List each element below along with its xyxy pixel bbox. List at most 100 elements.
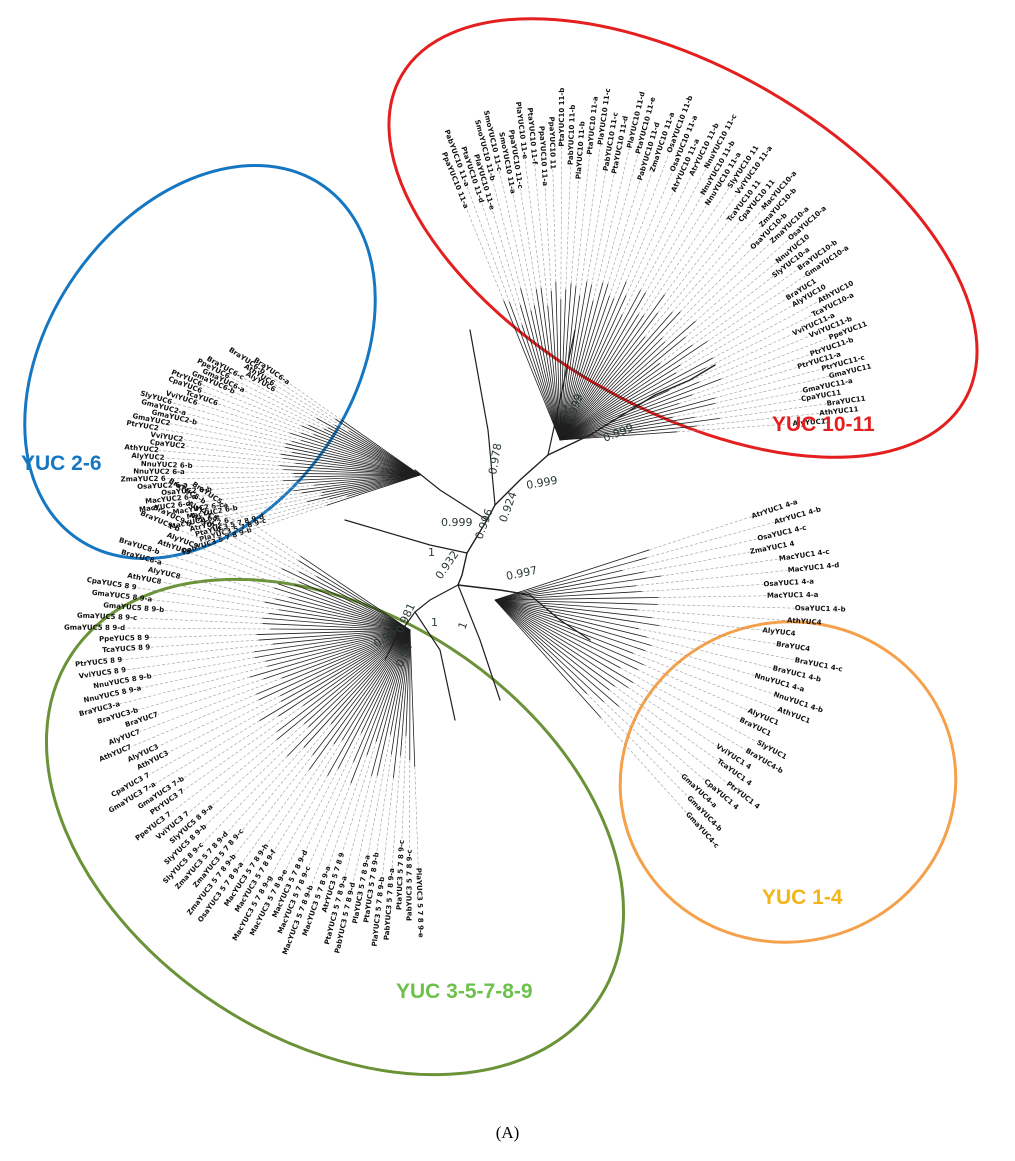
branch: [304, 629, 411, 725]
branch: [559, 341, 666, 441]
leaf-leader: [591, 173, 615, 286]
branch: [494, 599, 602, 718]
branch: [289, 432, 421, 476]
branch: [293, 473, 421, 476]
leaf-leader: [234, 754, 314, 856]
branch: [284, 446, 421, 476]
branch: [405, 629, 411, 737]
leaf-label: PlaYUC3 5 7 8 9-e: [414, 868, 424, 938]
leaf-leader: [158, 450, 296, 464]
branch: [288, 597, 411, 631]
leaf-leader: [288, 382, 342, 421]
leaf-leader: [308, 761, 354, 867]
leaf-leader: [241, 769, 310, 863]
leaf-leader: [185, 413, 293, 442]
branch: [559, 314, 645, 441]
leaf-leader: [552, 169, 557, 283]
leaf-leader: [170, 731, 278, 814]
leaf-leader: [234, 391, 309, 426]
leaf-label: GmaYUC5 8 9-d: [64, 624, 125, 632]
branch: [308, 629, 411, 770]
branch: [282, 474, 421, 482]
clade-ellipse-yuc26: [23, 163, 377, 561]
support-value: 1: [428, 546, 435, 559]
leaf-leader: [651, 617, 763, 631]
branch: [268, 613, 411, 631]
leaf-leader: [714, 376, 830, 404]
leaf-leader: [263, 498, 330, 517]
branch: [559, 337, 663, 441]
leaf-leader: [159, 552, 275, 589]
branch: [280, 629, 411, 702]
leaf-leader: [560, 146, 563, 300]
branch: [293, 584, 411, 631]
branch: [559, 282, 604, 441]
leaf-leader: [187, 480, 284, 486]
leaf-leader: [672, 208, 764, 313]
leaf-leader: [226, 746, 305, 833]
branch: [559, 416, 695, 441]
leaf-leader: [586, 693, 689, 798]
support-value: 1: [431, 616, 438, 629]
branch: [286, 629, 411, 757]
branch: [264, 601, 411, 631]
leaf-leader: [570, 179, 579, 284]
leaf-leader: [149, 701, 282, 775]
branch: [530, 310, 561, 441]
leaf-leader: [228, 501, 308, 521]
leaf-leader: [644, 551, 751, 573]
leaf-leader: [664, 242, 772, 343]
leaf-leader: [155, 720, 260, 784]
branch: [293, 474, 421, 492]
leaf-leader: [643, 664, 749, 711]
leaf-leader: [237, 492, 323, 509]
branch: [494, 599, 610, 691]
clade-title-yuc26: YUC 2-6: [21, 452, 102, 475]
branch: [559, 294, 665, 441]
leaf-leader: [685, 261, 777, 338]
leaf-leader: [201, 384, 303, 427]
leaf-leader: [125, 627, 271, 630]
leaf-leader: [603, 701, 683, 776]
branch: [494, 599, 648, 638]
branch: [306, 474, 421, 503]
leaf-leader: [137, 676, 250, 711]
leaf-leader: [270, 775, 328, 877]
branch: [301, 425, 421, 476]
branch: [371, 629, 411, 777]
leaf-leader: [264, 372, 336, 420]
leaf-leader: [344, 775, 372, 877]
leaf-leader: [274, 739, 343, 851]
branch: [262, 623, 411, 631]
branch: [316, 417, 421, 476]
branch: [274, 598, 411, 631]
branch: [330, 629, 411, 725]
branch: [366, 629, 411, 756]
branch: [494, 599, 634, 683]
branch: [313, 433, 421, 476]
branch: [375, 629, 411, 742]
branch: [535, 288, 561, 441]
branch: [313, 474, 421, 486]
branch: [559, 299, 562, 441]
branch: [520, 288, 561, 441]
branch: [559, 390, 670, 441]
leaf-leader: [137, 617, 263, 624]
leaf-leader: [637, 669, 741, 720]
branch: [559, 425, 697, 441]
branch: [272, 629, 411, 645]
leaf-leader: [157, 678, 264, 715]
branch: [494, 599, 658, 605]
leaf-leader: [196, 422, 287, 444]
branch: [291, 451, 421, 476]
leaf-label: OsaYUC2 6-a: [137, 481, 188, 491]
leaf-leader: [150, 639, 259, 648]
branch: [276, 629, 411, 740]
leaf-leader: [401, 735, 407, 840]
branch: [559, 311, 681, 441]
branch: [259, 629, 411, 722]
leaf-leader: [602, 153, 639, 283]
leaf-leader: [191, 524, 283, 569]
branch: [559, 431, 678, 441]
branch: [329, 474, 421, 500]
